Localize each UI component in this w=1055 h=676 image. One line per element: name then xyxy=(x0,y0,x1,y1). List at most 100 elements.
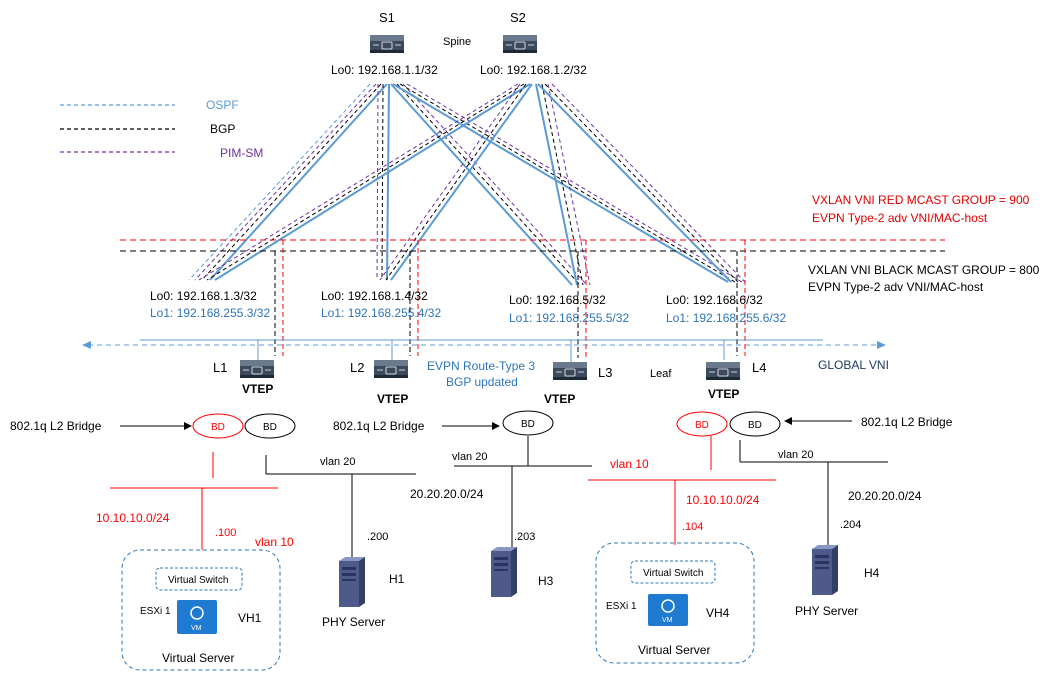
ip-vh4: .104 xyxy=(682,521,703,533)
l4-vtep: VTEP xyxy=(708,387,739,401)
bd-group-l3: 802.1q L2 Bridge BD xyxy=(333,410,554,436)
l4-lo1: Lo1: 192.168.255.6/32 xyxy=(666,311,786,325)
server-icon xyxy=(339,557,365,607)
server-icon xyxy=(812,545,838,595)
global-vni-label: GLOBAL VNI xyxy=(818,358,889,372)
l1-name: L1 xyxy=(213,360,227,375)
subnet-red-left: 10.10.10.0/24 xyxy=(96,511,170,525)
evpn-note-line2: BGP updated xyxy=(446,375,518,389)
l1-lo1: Lo1: 192.168.255.3/32 xyxy=(150,306,270,320)
vlan10-right: vlan 10 xyxy=(610,457,649,471)
virtual-server-label: Virtual Server xyxy=(162,651,234,665)
fabric-links xyxy=(188,83,746,286)
l2-lo1: Lo1: 192.168.255.4/32 xyxy=(321,306,441,320)
l3-name: L3 xyxy=(598,365,612,380)
bridge-label-center: 802.1q L2 Bridge xyxy=(333,419,425,433)
vlan20-right: vlan 20 xyxy=(778,449,813,461)
subnet-black-right: 20.20.20.0/24 xyxy=(848,489,922,503)
virtual-server-vh4: Virtual Switch ESXi 1 VM VH4 Virtual Ser… xyxy=(595,542,755,664)
vm-icon xyxy=(648,594,688,626)
spine-s2-name: S2 xyxy=(510,10,526,25)
spine-s1-name: S1 xyxy=(379,10,395,25)
switch-icon xyxy=(369,34,405,54)
l2-lo0: Lo0: 192.168.1.4/32 xyxy=(321,289,428,303)
ip-h1: .200 xyxy=(367,531,388,543)
spine-s2-lo0: Lo0: 192.168.1.2/32 xyxy=(480,63,587,77)
bridge-label-right: 802.1q L2 Bridge xyxy=(861,415,953,429)
bd-label: BD xyxy=(521,419,535,430)
segment-right xyxy=(588,436,888,545)
l1-lo0: Lo0: 192.168.1.3/32 xyxy=(150,289,257,303)
leaf-l1: L1 VTEP xyxy=(213,340,275,396)
switch-icon xyxy=(705,361,741,381)
switch-icon xyxy=(239,359,275,379)
switch-icon xyxy=(373,359,409,379)
global-vni: GLOBAL VNI xyxy=(82,339,889,372)
subnet-red-right: 10.10.10.0/24 xyxy=(686,493,760,507)
virtual-switch-label: Virtual Switch xyxy=(643,568,703,579)
vlan20-center: vlan 20 xyxy=(452,451,487,463)
switch-icon xyxy=(502,34,538,54)
switch-icon xyxy=(552,361,588,381)
vlan20-left: vlan 20 xyxy=(320,456,355,468)
l3-lo0: Lo0: 192.168.5/32 xyxy=(509,293,606,307)
l1-vtep: VTEP xyxy=(242,382,273,396)
server-h4: H4 PHY Server xyxy=(795,545,880,618)
server-h1: H1 PHY Server xyxy=(322,557,405,629)
ip-h3: .203 xyxy=(514,531,535,543)
phy-server-label: PHY Server xyxy=(322,615,385,629)
l4-lo0: Lo0: 192.168.6/32 xyxy=(666,293,763,307)
legend-ospf-label: OSPF xyxy=(206,98,239,112)
esxi-label: ESXi 1 xyxy=(606,601,637,612)
spine-label: Spine xyxy=(443,36,471,48)
vm-label: VM xyxy=(191,625,202,632)
vm-label: VM xyxy=(662,617,673,624)
leaf-l2: L2 VTEP xyxy=(350,340,409,406)
vlan10-left: vlan 10 xyxy=(255,535,294,549)
h4-name: H4 xyxy=(864,566,880,580)
bridge-label-left: 802.1q L2 Bridge xyxy=(10,419,102,433)
bd-label: BD xyxy=(695,420,709,431)
leaf-l3: L3 VTEP xyxy=(544,340,612,406)
virtual-server-vh1: Virtual Switch ESXi 1 VM VH1 Virtual Ser… xyxy=(121,549,281,671)
ip-vh1: .100 xyxy=(215,527,236,539)
legend: OSPF BGP PIM-SM xyxy=(60,98,263,160)
evpn-note-line1: EVPN Route-Type 3 xyxy=(427,359,535,373)
h1-name: H1 xyxy=(389,572,405,586)
segment-center xyxy=(454,436,592,548)
vm-icon xyxy=(177,600,217,634)
spine-s1: S1 Lo0: 192.168.1.1/32 xyxy=(331,10,438,77)
phy-server-label: PHY Server xyxy=(795,604,858,618)
legend-bgp-label: BGP xyxy=(210,122,235,136)
server-icon xyxy=(491,547,517,597)
red-group-line2: EVPN Type-2 adv VNI/MAC-host xyxy=(812,211,988,225)
bd-group-right: BD BD 802.1q L2 Bridge xyxy=(676,411,953,437)
virtual-server-label: Virtual Server xyxy=(638,643,710,657)
l3-lo1: Lo1: 192.168.255.5/32 xyxy=(509,311,629,325)
l2-vtep: VTEP xyxy=(377,392,408,406)
leaf-l4: L4 VTEP Leaf xyxy=(650,340,766,401)
leaf-addresses: Lo0: 192.168.1.3/32 Lo1: 192.168.255.3/3… xyxy=(150,289,786,325)
segment-left xyxy=(110,452,416,558)
l3-vtep: VTEP xyxy=(544,392,575,406)
bd-label: BD xyxy=(748,420,762,431)
bd-group-left: 802.1q L2 Bridge BD BD xyxy=(10,413,296,439)
bd-label: BD xyxy=(263,422,277,433)
bd-red-l1 xyxy=(192,413,244,439)
virtual-switch-label: Virtual Switch xyxy=(168,575,228,586)
bd-red-l4 xyxy=(676,411,728,437)
black-group-line2: EVPN Type-2 adv VNI/MAC-host xyxy=(808,280,984,294)
bd-label: BD xyxy=(211,422,225,433)
leaf-label: Leaf xyxy=(650,368,672,380)
legend-pim-label: PIM-SM xyxy=(220,146,263,160)
red-group-line1: VXLAN VNI RED MCAST GROUP = 900 xyxy=(812,193,1030,207)
bd-black-l3 xyxy=(502,410,554,436)
subnet-black-center: 20.20.20.0/24 xyxy=(410,487,484,501)
vh4-name: VH4 xyxy=(706,606,730,620)
ip-h4: .204 xyxy=(840,519,861,531)
server-h3: H3 xyxy=(491,547,554,597)
bd-black-l1 xyxy=(244,413,296,439)
esxi-label: ESXi 1 xyxy=(140,606,171,617)
l2-name: L2 xyxy=(350,360,364,375)
